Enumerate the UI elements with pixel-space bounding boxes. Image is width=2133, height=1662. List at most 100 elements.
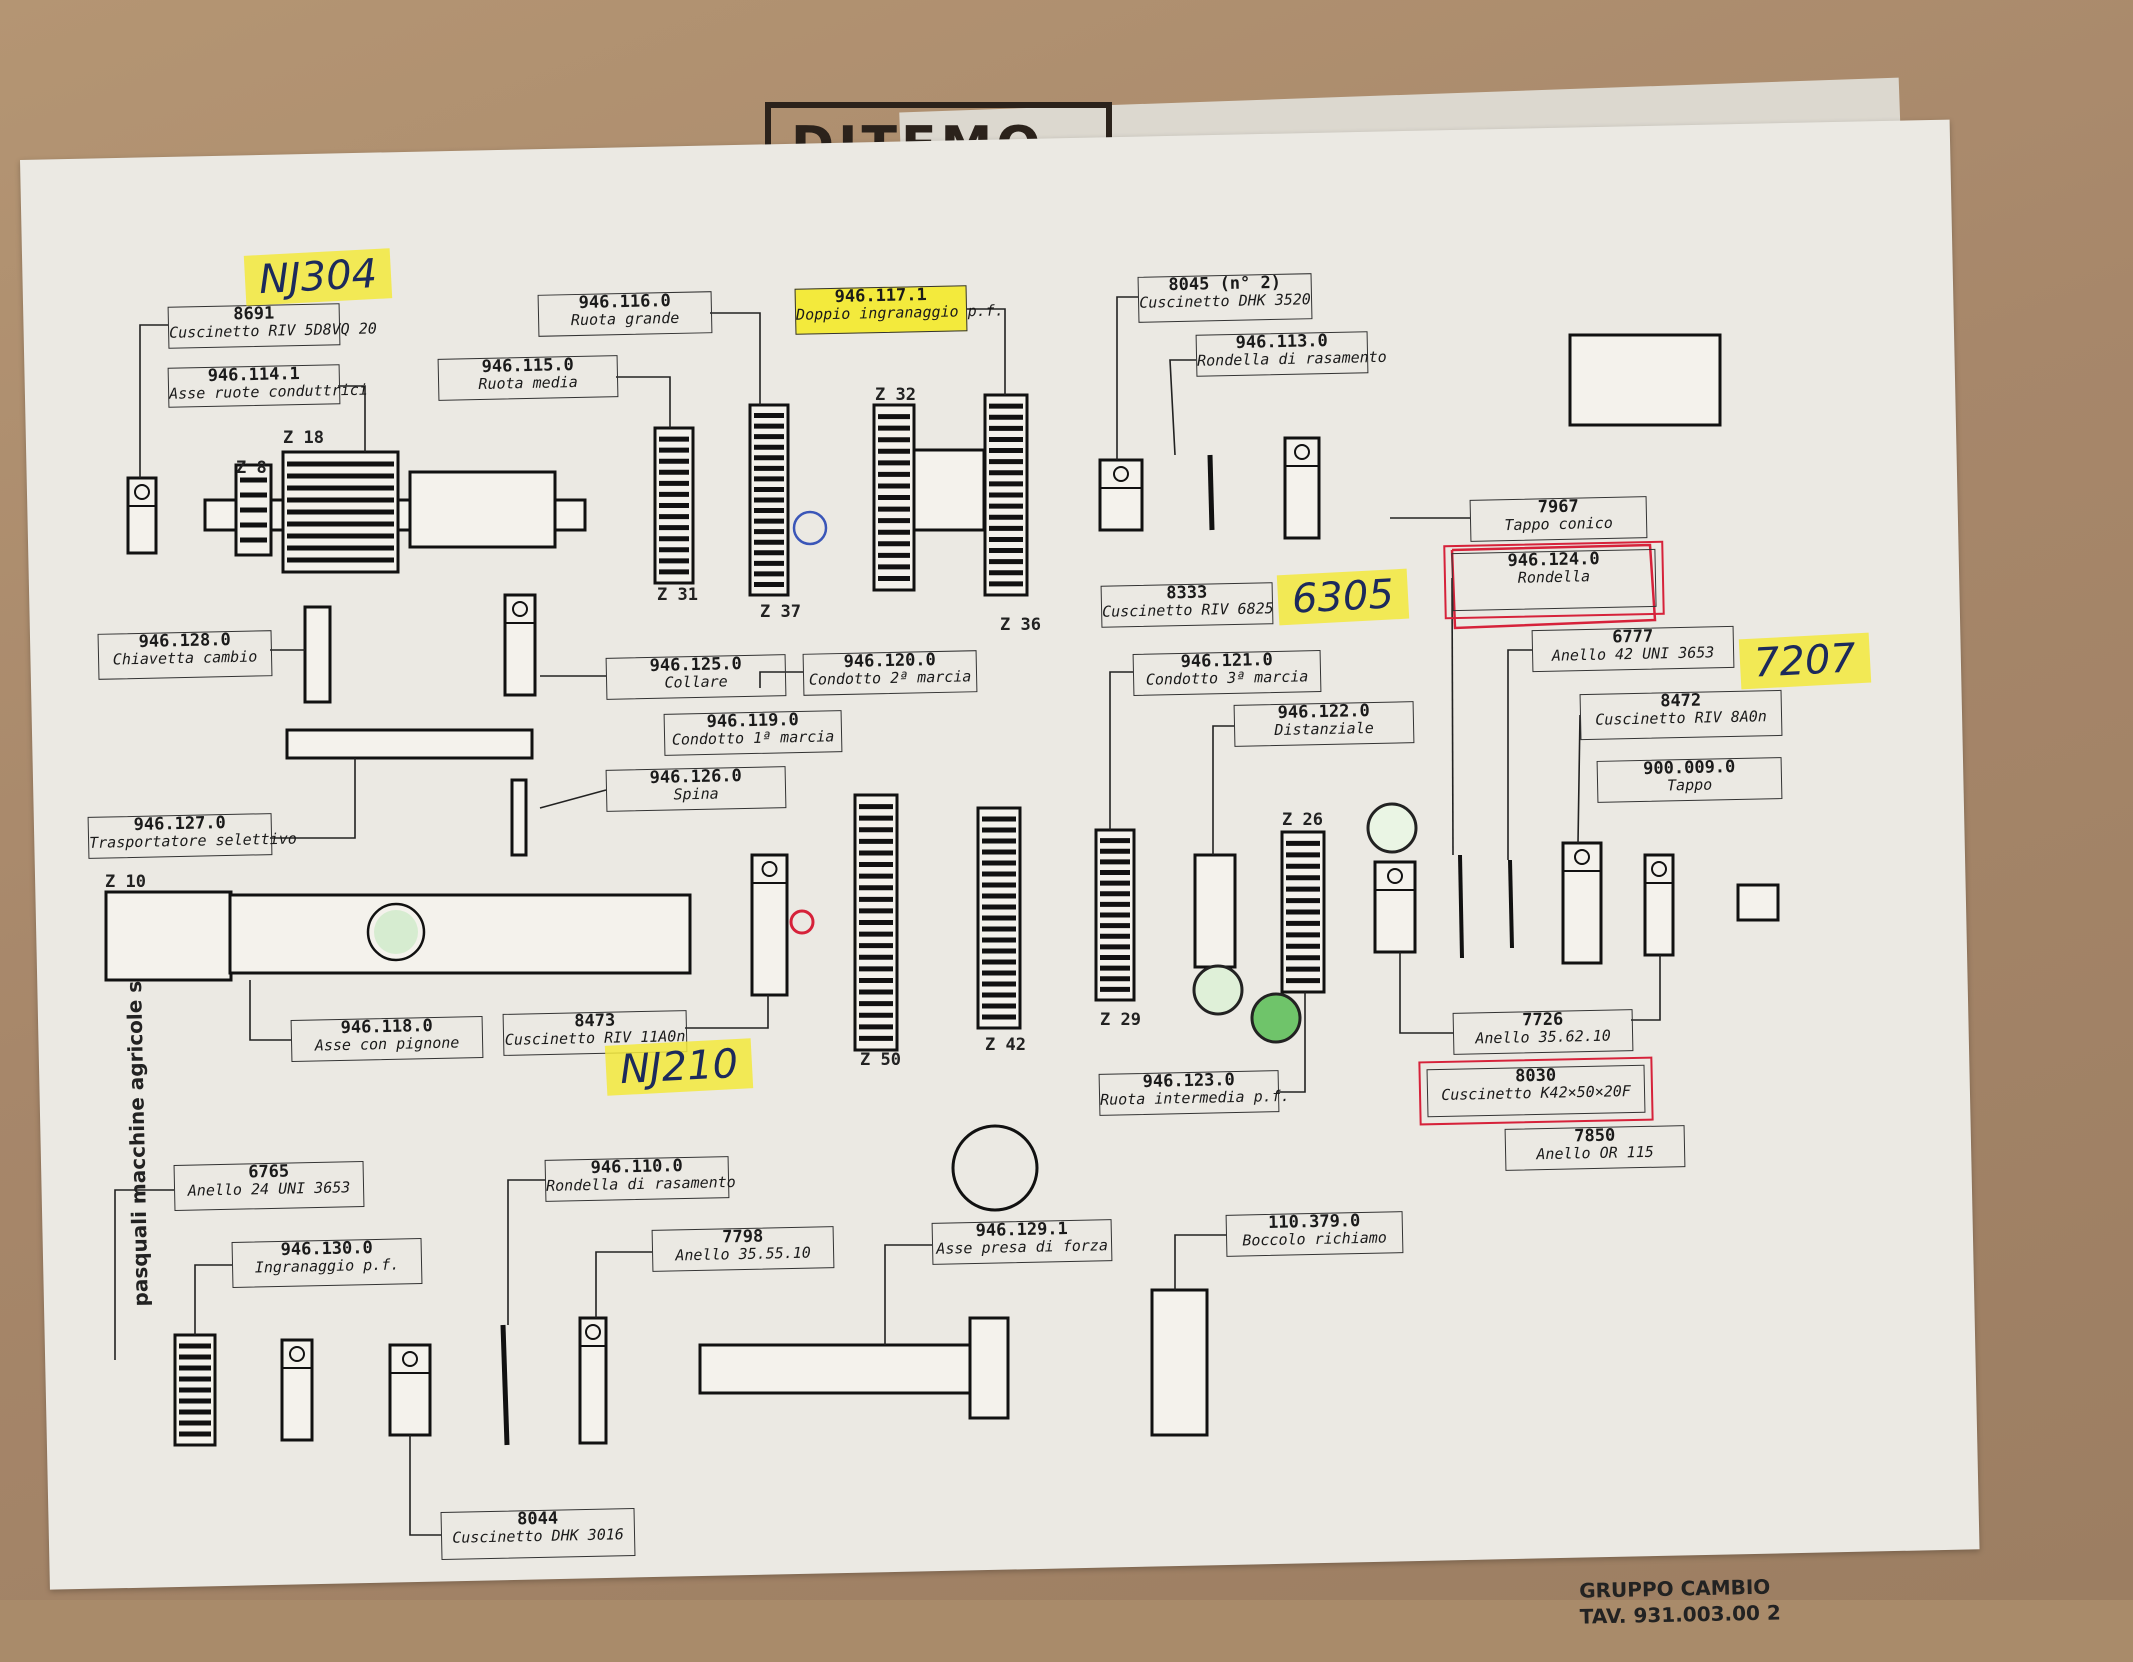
title-line-2: TAV. 931.003.00 2 (1579, 1600, 1782, 1629)
handwritten-note-3: NJ210 (604, 1038, 754, 1096)
leader-8691 (139, 324, 168, 478)
collar-946-125-0 (503, 593, 537, 697)
leader-7798 (595, 1251, 652, 1318)
part-description: Rondella (1517, 567, 1591, 587)
part-description: Anello 35.55.10 (675, 1243, 812, 1265)
ring-6777 (1508, 859, 1514, 949)
part-description: Anello 24 UNI 3653 (187, 1178, 351, 1200)
part-description: Chiavetta cambio (112, 647, 258, 669)
part-label-5: 8045 (n° 2)Cuscinetto DHK 3520 (1137, 273, 1313, 323)
bearing-8333 (1283, 436, 1321, 540)
double-gear-hub (912, 448, 986, 532)
part-description: Condotto 2ª marcia (808, 667, 972, 689)
leader-946-123-0 (1277, 992, 1306, 1093)
part-description: Anello 35.62.10 (1475, 1026, 1612, 1048)
leader-110-379-0 (1174, 1234, 1226, 1290)
gear-tooth-label-1: Z 8 (236, 458, 267, 478)
part-description: Tappo (1666, 775, 1713, 795)
green-check-circle-1 (1192, 964, 1244, 1016)
part-description: Ruota media (478, 372, 578, 393)
part-description: Anello OR 115 (1536, 1142, 1654, 1164)
leader-946-113-0 (1169, 359, 1196, 456)
green-check-circle-4 (374, 910, 418, 954)
leader-946-127-0 (270, 758, 356, 839)
bearing-8044 (388, 1343, 432, 1437)
part-description: Cuscinetto K42×50×20F (1441, 1081, 1632, 1104)
part-description: Ruota intermedia p.f. (1099, 1086, 1290, 1109)
ring-6765-ball (289, 1346, 305, 1362)
bearing-8030-ball (1387, 868, 1403, 884)
leader-946-124-0 (1451, 577, 1454, 856)
leader-946-118-0 (249, 980, 291, 1041)
part-description: Trasportatore selettivo (88, 829, 297, 852)
part-description: Cuscinetto DHK 3520 (1139, 290, 1312, 312)
bearing-8030 (1373, 860, 1417, 954)
leader-946-115-0 (616, 376, 671, 428)
green-check-circle-2 (1250, 992, 1302, 1044)
leader-6777 (1507, 649, 1532, 860)
part-description: Tappo conico (1504, 513, 1613, 534)
ring-7726-ball (1651, 861, 1667, 877)
leader-8473 (685, 995, 769, 1029)
shaft-body (408, 470, 557, 549)
plug-900-009-0 (1736, 883, 1780, 922)
ring-7726 (1643, 853, 1675, 957)
bearing-8691-ball (134, 484, 150, 500)
part-description: Collare (664, 672, 728, 692)
part-description: Distanziale (1274, 718, 1374, 739)
leader-946-116-0 (710, 312, 761, 405)
direction-arrow-circle (951, 1124, 1039, 1212)
part-description: Asse presa di forza (936, 1236, 1109, 1258)
part-description: Rondella di rasamento (1196, 347, 1387, 370)
bearing-8472-ball (1574, 849, 1590, 865)
handwritten-note-1: 6305 (1276, 568, 1410, 626)
part-description: Condotto 3ª marcia (1145, 667, 1309, 689)
bush-110-379-0 (1150, 1288, 1209, 1437)
part-description: Condotto 1ª marcia (671, 727, 835, 749)
part-description: Rondella di rasamento (545, 1172, 736, 1195)
exploded-view-diagram (104, 296, 1780, 1536)
blue-x-mark (792, 510, 828, 546)
selector-946-127-0 (285, 728, 534, 760)
part-description: Spina (673, 784, 719, 804)
bearing-8473 (750, 853, 789, 997)
part-description: Ruota grande (570, 308, 680, 329)
leader-8044 (409, 1435, 441, 1536)
collar-946-125-0-ball (512, 601, 528, 617)
bearing-8333-ball (1294, 444, 1310, 460)
bearing-8045-ball (1113, 466, 1129, 482)
gear-tooth-label-10: Z 26 (1282, 810, 1323, 830)
part-description: Cuscinetto RIV 5D8VQ 20 (168, 319, 377, 342)
gear-tooth-label-0: Z 18 (283, 428, 324, 448)
red-box-rondella (1450, 543, 1657, 630)
shaft-splines (104, 890, 233, 982)
gear-tooth-label-6: Z 10 (105, 872, 146, 892)
key-946-128-0 (303, 605, 332, 704)
leader-946-122-0 (1212, 725, 1234, 855)
leader-946-117-1 (965, 308, 1006, 395)
washer-946-110-0 (500, 1324, 510, 1446)
leader-946-130-0 (194, 1264, 232, 1335)
part-description: Ingranaggio p.f. (254, 1255, 400, 1277)
bearing-8473-ball (761, 861, 778, 877)
